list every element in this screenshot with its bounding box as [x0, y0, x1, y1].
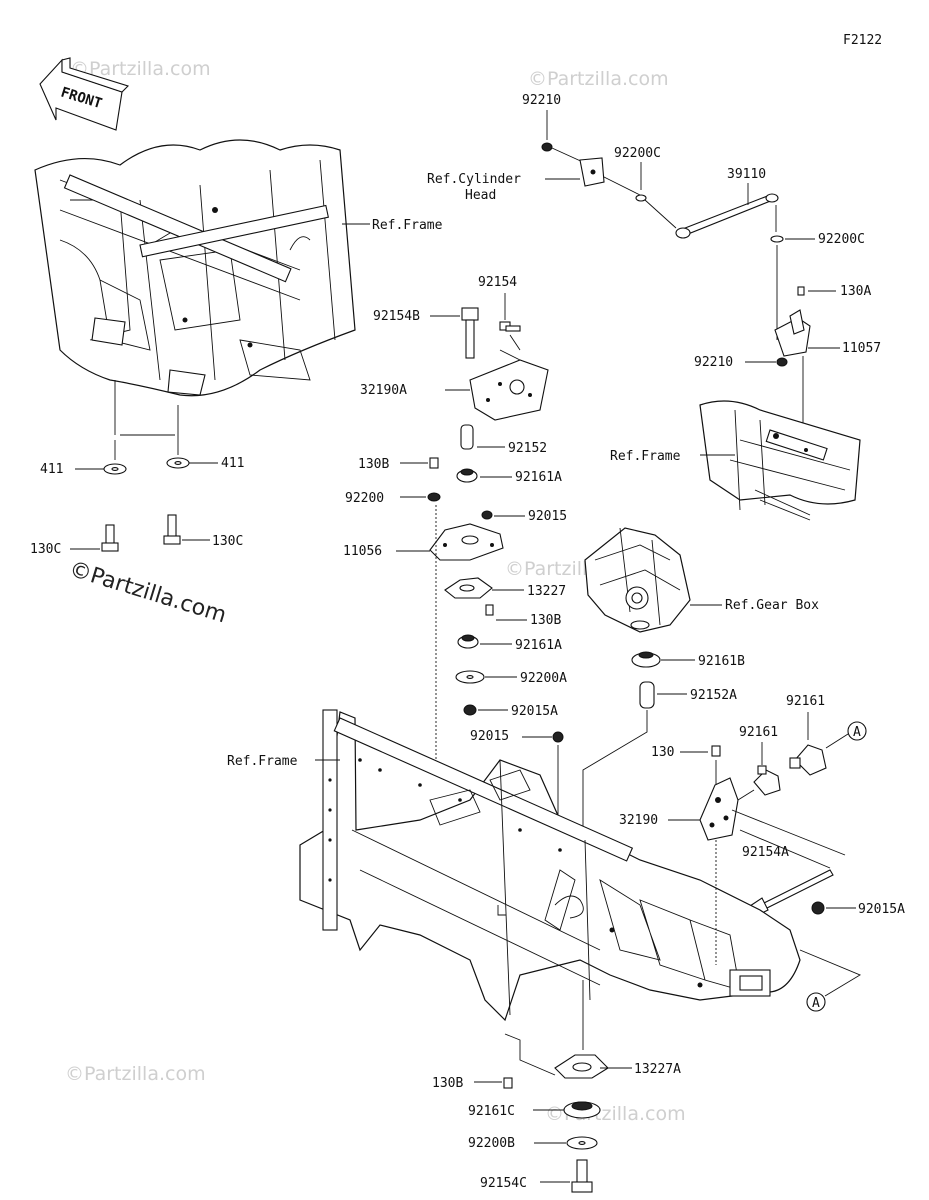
part-label-92152: 92152	[508, 441, 547, 456]
diagram-code: F2122	[843, 33, 882, 48]
collar-92152	[460, 424, 474, 450]
plate-13227A	[554, 1054, 609, 1079]
part-label-39110: 39110	[727, 167, 766, 182]
part-label-92200C: 92200C	[614, 146, 661, 161]
front-arrow-icon: FRONT	[39, 57, 130, 131]
frame-main	[299, 709, 801, 1022]
part-label-92161C: 92161C	[468, 1104, 515, 1119]
part-label-130C: 130C	[30, 542, 61, 557]
part-label-92015: 92015	[470, 729, 509, 744]
part-label-130: 130	[651, 745, 674, 760]
part-label-92152A: 92152A	[690, 688, 737, 703]
frame-top-left	[34, 139, 356, 397]
bolt-92154	[499, 321, 521, 332]
bolt-130B	[503, 1077, 513, 1089]
part-label-92200: 92200	[345, 491, 384, 506]
ref-frame-main-label: Ref.Frame	[227, 754, 298, 769]
part-label-92210: 92210	[694, 355, 733, 370]
part-label-11056: 11056	[343, 544, 382, 559]
watermark-main: ©Partzilla.com	[66, 557, 229, 629]
nut-92210	[776, 357, 788, 367]
damper-92161	[753, 765, 781, 796]
part-label-92210: 92210	[522, 93, 561, 108]
part-label-13227: 13227	[527, 584, 566, 599]
ref-cylinder-head-label: Head	[465, 188, 496, 203]
frame-right-segment	[699, 400, 861, 521]
bolt-130A	[797, 286, 805, 296]
watermark: ©Partzilla.com	[528, 68, 669, 90]
part-label-92161: 92161	[739, 725, 778, 740]
damper-92161B	[631, 651, 661, 668]
ref-cylinder-head-label: Ref.Cylinder	[427, 172, 521, 187]
watermark: ©Partzilla.com	[65, 1063, 206, 1085]
part-label-92015A: 92015A	[511, 704, 558, 719]
ref-frame-top-label: Ref.Frame	[372, 218, 443, 233]
part-label-92161B: 92161B	[698, 654, 745, 669]
ref-frame-right-label: Ref.Frame	[610, 449, 681, 464]
nut-92015A	[463, 704, 477, 716]
bolt-130C-left	[101, 524, 119, 552]
bolt-92154C	[571, 1159, 593, 1193]
bracket-32190A	[469, 359, 549, 421]
part-label-130B: 130B	[358, 457, 389, 472]
callout-a-label: A	[812, 996, 820, 1011]
part-label-11057: 11057	[842, 341, 881, 356]
watermark: ©Partzilla.com	[70, 58, 211, 80]
part-label-92154A: 92154A	[742, 845, 789, 860]
damper-92161A	[456, 468, 478, 483]
nut-92015	[552, 731, 564, 743]
rod-39110	[675, 183, 779, 239]
damper-92161C	[563, 1101, 601, 1119]
part-label-92200B: 92200B	[468, 1136, 515, 1151]
part-label-92200C: 92200C	[818, 232, 865, 247]
gear-box	[584, 527, 691, 633]
part-label-411: 411	[221, 456, 244, 471]
part-label-92015A: 92015A	[858, 902, 905, 917]
part-label-92161A: 92161A	[515, 638, 562, 653]
part-label-92154C: 92154C	[480, 1176, 527, 1191]
part-label-411: 411	[40, 462, 63, 477]
nut-92015	[481, 510, 493, 520]
collar-92152A	[639, 681, 655, 709]
bracket-cylinder-head	[579, 157, 605, 187]
damper-92161	[789, 744, 827, 776]
bracket-11056	[429, 523, 504, 561]
damper-92161A	[457, 634, 479, 649]
washer-92200	[427, 492, 441, 502]
part-label-32190A: 32190A	[360, 383, 407, 398]
washer-92200C	[770, 235, 784, 243]
nut-92015A	[811, 901, 825, 915]
part-label-92154: 92154	[478, 275, 517, 290]
part-label-130A: 130A	[840, 284, 871, 299]
bolt-130B	[485, 604, 494, 616]
part-label-92015: 92015	[528, 509, 567, 524]
part-label-130B: 130B	[530, 613, 561, 628]
bolt-130B	[429, 457, 439, 469]
part-label-32190: 32190	[619, 813, 658, 828]
bolt-130C-right	[163, 514, 181, 545]
callout-a-label: A	[853, 725, 861, 740]
bolt-130	[711, 745, 721, 757]
part-label-130C: 130C	[212, 534, 243, 549]
washer-92200C	[635, 194, 647, 202]
part-label-92161A: 92161A	[515, 470, 562, 485]
part-label-13227A: 13227A	[634, 1062, 681, 1077]
ref-gear-box-label: Ref.Gear Box	[725, 598, 819, 613]
bracket-11057	[774, 309, 811, 357]
bolt-92154B	[461, 307, 479, 359]
plate-13227	[444, 577, 493, 599]
callout-a	[847, 721, 867, 741]
part-label-130B: 130B	[432, 1076, 463, 1091]
bracket-32190	[699, 777, 739, 841]
part-label-92200A: 92200A	[520, 671, 567, 686]
callout-a	[806, 992, 826, 1012]
part-label-92154B: 92154B	[373, 309, 420, 324]
part-label-92161: 92161	[786, 694, 825, 709]
nut-92210	[541, 142, 553, 152]
